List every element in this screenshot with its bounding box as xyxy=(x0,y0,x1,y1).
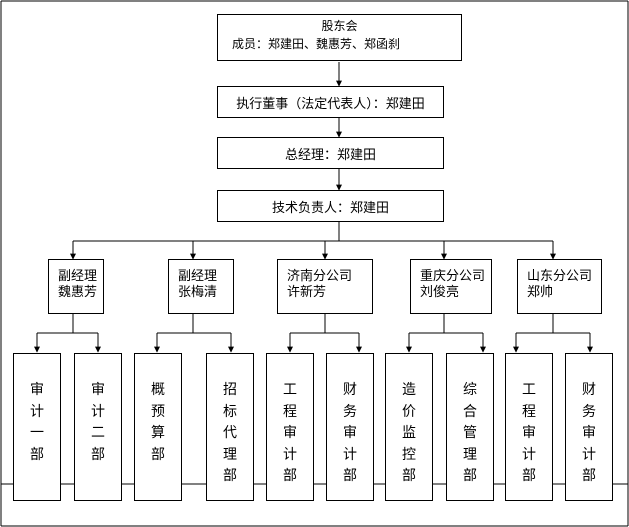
general-manager-box: 总经理：郑建田 xyxy=(217,137,444,169)
department-box: 工程审计部 xyxy=(505,353,553,501)
department-box: 综合管理部 xyxy=(446,353,494,501)
shareholders-box: 股东会 成员：郑建田、魏惠芳、郑函刹 xyxy=(217,14,462,61)
dept-connectors-1 xyxy=(34,314,101,353)
department-label: 造价监控部 xyxy=(402,382,416,484)
department-label: 综合管理部 xyxy=(463,382,477,484)
dept-connectors-2 xyxy=(154,314,234,353)
executive-director-box: 执行董事（法定代表人）：郑建田 xyxy=(217,86,444,118)
general-manager-label: 总经理：郑建田 xyxy=(284,147,376,163)
branch-title: 副经理 xyxy=(178,269,218,284)
department-box: 财务审计部 xyxy=(326,353,374,501)
department-label: 财务审计部 xyxy=(343,382,357,484)
branch-title: 济南分公司 xyxy=(287,269,353,284)
branch-person: 张梅清 xyxy=(178,285,218,300)
branch-title: 副经理 xyxy=(58,269,98,284)
tech-lead-box: 技术负责人：郑建田 xyxy=(217,190,444,222)
branch-person: 许新芳 xyxy=(287,285,327,300)
department-box: 招标代理部 xyxy=(206,353,254,501)
tech-lead-label: 技术负责人：郑建田 xyxy=(271,200,389,216)
branch-box-5: 山东分公司 郑帅 xyxy=(517,259,602,314)
branch-box-3: 济南分公司 许新芳 xyxy=(277,259,373,314)
department-label: 招标代理部 xyxy=(223,382,237,484)
branch-person: 魏惠芳 xyxy=(58,285,98,300)
dept-connectors-4 xyxy=(406,314,486,353)
shareholders-members: 成员：郑建田、魏惠芳、郑函刹 xyxy=(232,37,401,51)
shareholders-title: 股东会 xyxy=(321,19,358,33)
branch-person: 刘俊亮 xyxy=(420,285,460,300)
branch-box-2: 副经理 张梅清 xyxy=(168,259,234,314)
department-box: 造价监控部 xyxy=(385,353,433,501)
dept-connectors-3 xyxy=(287,314,362,353)
department-label: 概预算部 xyxy=(151,382,165,463)
department-box: 财务审计部 xyxy=(565,353,613,501)
department-box: 工程审计部 xyxy=(266,353,314,501)
department-box: 概预算部 xyxy=(134,353,182,501)
executive-director-label: 执行董事（法定代表人）：郑建田 xyxy=(236,96,425,112)
branch-box-4: 重庆分公司 刘俊亮 xyxy=(410,259,492,314)
department-label: 财务审计部 xyxy=(582,382,596,484)
department-label: 工程审计部 xyxy=(283,382,297,484)
department-box: 审计一部 xyxy=(13,353,61,501)
department-box: 审计二部 xyxy=(74,353,122,501)
dept-connectors-5 xyxy=(513,314,593,353)
department-label: 工程审计部 xyxy=(522,382,536,484)
branch-title: 山东分公司 xyxy=(527,269,593,284)
department-label: 审计二部 xyxy=(91,382,105,463)
branch-title: 重庆分公司 xyxy=(420,269,486,284)
department-label: 审计一部 xyxy=(30,382,44,463)
branch-person: 郑帅 xyxy=(527,285,554,300)
branch-box-1: 副经理 魏惠芳 xyxy=(48,259,104,314)
